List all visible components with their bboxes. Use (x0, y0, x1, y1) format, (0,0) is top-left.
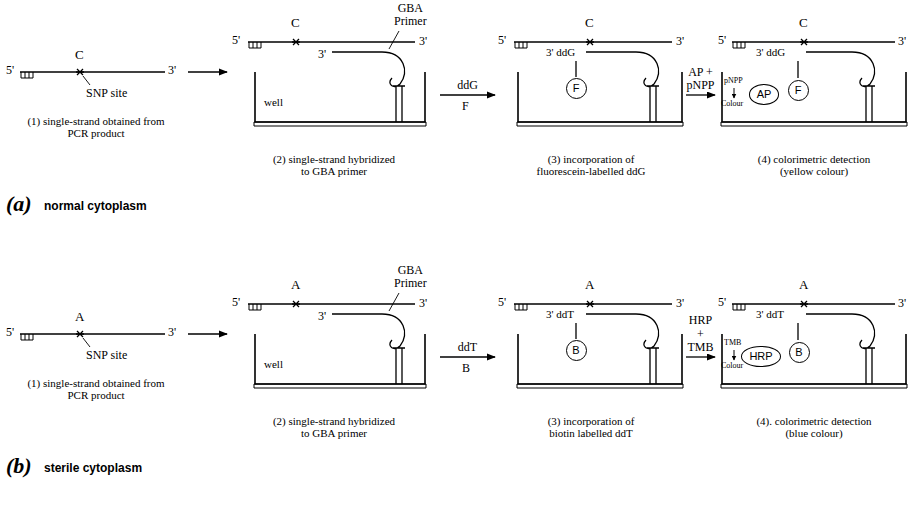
diagram-label: C (291, 16, 300, 30)
panel-letter: (a) (6, 192, 32, 216)
step-arrow (686, 356, 715, 357)
step-caption: (2) single-strand hybridized to GBA prim… (269, 153, 399, 178)
diagram-label: 3' (168, 326, 176, 339)
diagram-label: 5' (498, 296, 506, 309)
diagram-label: 5' (6, 64, 14, 77)
label-circle: F (788, 80, 809, 101)
marker-label: HRP (749, 351, 772, 362)
diagram-label: 5' (498, 34, 506, 47)
diagram-label: A (75, 310, 84, 324)
diagram-label: 3' (676, 297, 684, 310)
label-circle: F (566, 78, 587, 99)
diagram-label: Colour (721, 362, 743, 371)
label-circle: B (789, 342, 810, 363)
diagram-label: 3' (318, 48, 326, 61)
diagram-label: 5' (232, 34, 240, 47)
diagram-label: 3' (419, 35, 427, 48)
diagram-label: pNPP (724, 77, 743, 86)
diagram-label: SNP site (86, 349, 127, 362)
step-caption: (3) incorporation of fluorescein-labelle… (535, 153, 647, 178)
step-panel: (1) single-strand obtained from PCR prod… (4, 0, 188, 140)
diagram-label: 3' (168, 64, 176, 77)
diagram-label: F (462, 100, 469, 113)
diagram-label: well (264, 358, 283, 370)
diagram-label: 3' ddT (756, 308, 784, 320)
step-caption: (2) single-strand hybridized to GBA prim… (269, 415, 399, 440)
diagram-label: 3' ddG (756, 46, 785, 58)
diagram-label: C (799, 16, 808, 30)
diagram-label: SNP site (86, 87, 127, 100)
panel-letter: (b) (6, 454, 32, 478)
step-panel: (1) single-strand obtained from PCR prod… (4, 262, 188, 402)
diagram-label: C (585, 16, 594, 30)
diagram-label: Colour (721, 100, 743, 109)
step-arrow (440, 356, 495, 357)
diagram-label: GBA Primer (394, 2, 427, 28)
enzyme-ellipse: AP (749, 84, 780, 105)
marker-label: B (572, 345, 579, 356)
diagram-label: 5' (718, 34, 726, 47)
label-circle: B (566, 340, 587, 361)
reagent-label: HRP + TMB (688, 314, 714, 354)
diagram-label: 3' (318, 310, 326, 323)
reagent-label: ddT (458, 341, 477, 354)
row-normal (20, 31, 907, 126)
row-title: sterile cytoplasm (44, 462, 142, 475)
step-arrow (188, 333, 227, 334)
step-arrow (188, 71, 227, 72)
diagram-label: 5' (718, 296, 726, 309)
reagent-label: ddG (457, 79, 478, 92)
reagent-label: AP + pNPP (686, 66, 714, 92)
step-arrow (440, 94, 495, 95)
diagram-label: C (75, 48, 84, 62)
diagram-label: 3' (419, 297, 427, 310)
step-caption: (4) colorimetric detection (yellow colou… (754, 153, 874, 178)
step-caption: (1) single-strand obtained from PCR prod… (21, 377, 171, 402)
diagram-label: 3' (676, 35, 684, 48)
diagram-label: TMB (724, 339, 741, 348)
diagram-label: well (264, 96, 283, 108)
step-caption: (3) incorporation of biotin labelled ddT (535, 415, 647, 440)
step-arrow (686, 94, 715, 95)
step-panel: (4) colorimetric detection (yellow colou… (716, 0, 912, 178)
marker-label: AP (757, 89, 772, 100)
diagram-label: A (799, 278, 808, 292)
diagram-label: A (291, 278, 300, 292)
enzyme-ellipse: HRP (741, 346, 780, 367)
marker-label: F (573, 83, 580, 94)
marker-label: B (795, 347, 802, 358)
step-panel: (4). colorimetric detection (blue colour… (716, 262, 912, 440)
diagram-label: A (585, 278, 594, 292)
diagram-label: 3' ddT (546, 308, 574, 320)
row-sterile (20, 293, 907, 388)
step-caption: (4). colorimetric detection (blue colour… (754, 415, 874, 440)
step-caption: (1) single-strand obtained from PCR prod… (21, 115, 171, 140)
row-title: normal cytoplasm (44, 200, 147, 213)
diagram-label: B (462, 362, 470, 375)
diagram-label: 3' (898, 35, 906, 48)
diagram-label: 5' (232, 296, 240, 309)
diagram-label: 3' ddG (546, 46, 575, 58)
diagram-label: 5' (6, 326, 14, 339)
diagram-label: 3' (898, 297, 906, 310)
marker-label: F (795, 85, 802, 96)
diagram-label: GBA Primer (394, 264, 427, 290)
